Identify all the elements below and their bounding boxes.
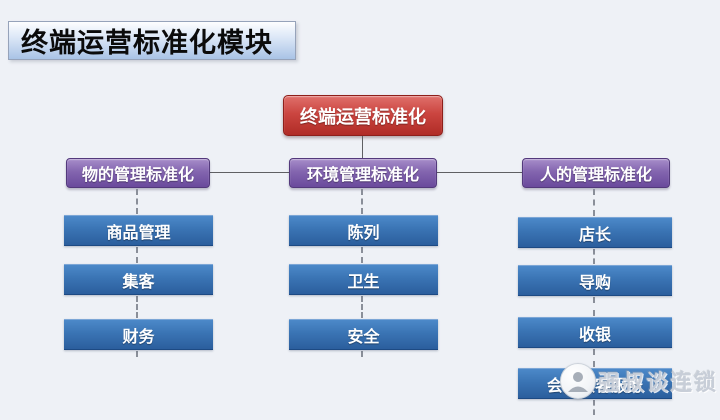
leaf-node-merchandise: 商品管理	[64, 215, 213, 246]
dashed-connector	[593, 189, 595, 216]
leaf-node-finance: 财务	[64, 319, 213, 350]
dashed-connector	[593, 400, 595, 415]
branch-node-environment: 环境管理标准化	[289, 158, 437, 188]
leaf-node-hygiene: 卫生	[289, 264, 438, 295]
root-node: 终端运营标准化	[283, 95, 443, 136]
leaf-node-shopping-guide: 导购	[518, 265, 672, 296]
branch-node-people: 人的管理标准化	[522, 158, 670, 188]
branch-node-things: 物的管理标准化	[66, 158, 210, 188]
dashed-connector	[361, 247, 363, 263]
dashed-connector	[361, 296, 363, 318]
title-banner: 终端运营标准化模块	[8, 21, 296, 60]
leaf-node-member-service: 会员顾客服务	[518, 368, 672, 399]
connector-root-to-middle	[362, 136, 363, 158]
dashed-connector	[136, 351, 138, 357]
leaf-node-cashier: 收银	[518, 317, 672, 348]
dashed-connector	[136, 189, 138, 214]
dashed-connector	[136, 247, 138, 263]
connector-middle-to-right	[437, 172, 522, 173]
dashed-connector	[593, 297, 595, 316]
page-title: 终端运营标准化模块	[21, 28, 273, 58]
dashed-connector	[361, 351, 363, 357]
leaf-node-display: 陈列	[289, 215, 438, 246]
connector-middle-to-left	[210, 172, 289, 173]
leaf-node-safety: 安全	[289, 319, 438, 350]
dashed-connector	[593, 249, 595, 264]
leaf-node-store-manager: 店长	[518, 217, 672, 248]
dashed-connector	[136, 296, 138, 318]
dashed-connector	[361, 189, 363, 214]
dashed-connector	[593, 349, 595, 367]
leaf-node-customer-gathering: 集客	[64, 264, 213, 295]
